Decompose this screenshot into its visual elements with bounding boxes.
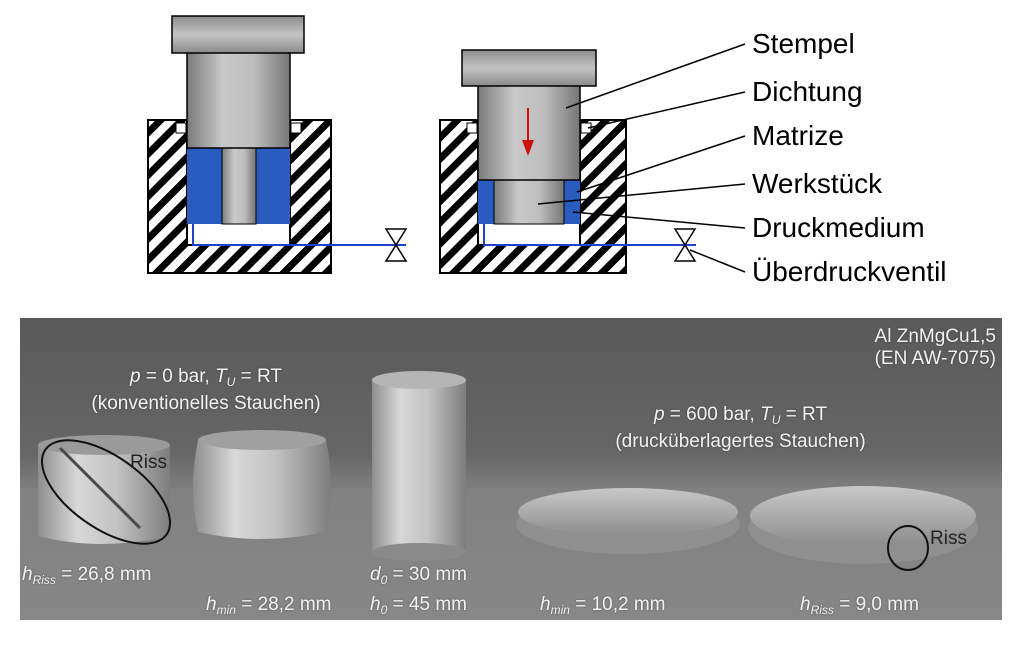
- workpiece-left: [221, 147, 257, 225]
- material-standard: (EN AW-7075): [874, 348, 996, 369]
- specimen-conventional-cracked: [38, 435, 170, 544]
- condition-conventional-desc: (konventionelles Stauchen): [91, 393, 321, 414]
- pressure-line-left: [192, 224, 406, 246]
- condition-conventional-params: p = 0 bar, TU = RT: [130, 366, 282, 389]
- measure-h-riss-1: hRiss = 26,8 mm: [22, 564, 152, 587]
- label-druckmedium: Druckmedium: [752, 212, 925, 243]
- crack-marker-1: [40, 439, 172, 545]
- specimen-photo-image: [20, 318, 1002, 620]
- crack-marker-2: [887, 525, 929, 571]
- relief-valve-right-icon: [673, 228, 697, 262]
- seal-left-b: [290, 122, 302, 134]
- force-arrow-icon: [522, 108, 534, 156]
- measure-h-min-2: hmin = 10,2 mm: [540, 594, 666, 617]
- condition-conventional: p = 0 bar, TU = RT (konventionelles Stau…: [56, 366, 356, 415]
- crack-label-1: Riss: [130, 452, 167, 473]
- crack-label-2: Riss: [930, 528, 967, 549]
- tool-right: [439, 49, 697, 274]
- label-werkstueck: Werkstück: [752, 168, 883, 199]
- condition-superimposed-params: p = 600 bar, TU = RT: [653, 404, 828, 427]
- label-dichtung: Dichtung: [752, 76, 863, 107]
- seal-left-a: [175, 122, 187, 134]
- measure-d0: d0 = 30 mm: [370, 564, 467, 587]
- tool-left: [147, 15, 408, 274]
- leader-lines: [537, 43, 746, 273]
- measure-h-min-1: hmin = 28,2 mm: [206, 594, 332, 617]
- label-matrize: Matrize: [752, 120, 844, 151]
- specimen-photo: Al ZnMgCu1,5 (EN AW-7075) p = 0 bar, TU …: [20, 318, 1002, 620]
- punch-head-right: [461, 49, 597, 87]
- specimen-superimposed-2: [748, 486, 978, 564]
- specimen-original: [372, 371, 466, 561]
- label-stempel: Stempel: [752, 28, 855, 59]
- upsetting-schematic: [147, 15, 746, 274]
- specimen-superimposed-1: [516, 488, 740, 554]
- measure-h-riss-2: hRiss = 9,0 mm: [800, 594, 919, 617]
- condition-superimposed-desc: (drucküberlagertes Stauchen): [615, 431, 866, 452]
- label-ueberdruckventil: Überdruckventil: [752, 256, 947, 287]
- seal-right-a: [466, 122, 478, 134]
- specimen-conventional: [193, 430, 331, 539]
- condition-superimposed: p = 600 bar, TU = RT (drucküberlagertes …: [568, 404, 913, 453]
- pressure-line-right: [483, 224, 696, 246]
- material-label: Al ZnMgCu1,5 (EN AW-7075): [875, 326, 996, 370]
- punch-head-left: [171, 15, 305, 54]
- measure-h0: h0 = 45 mm: [370, 594, 467, 617]
- punch-body-left: [186, 51, 291, 149]
- relief-valve-left-icon: [384, 228, 408, 262]
- material-name: Al ZnMgCu1,5: [874, 326, 996, 347]
